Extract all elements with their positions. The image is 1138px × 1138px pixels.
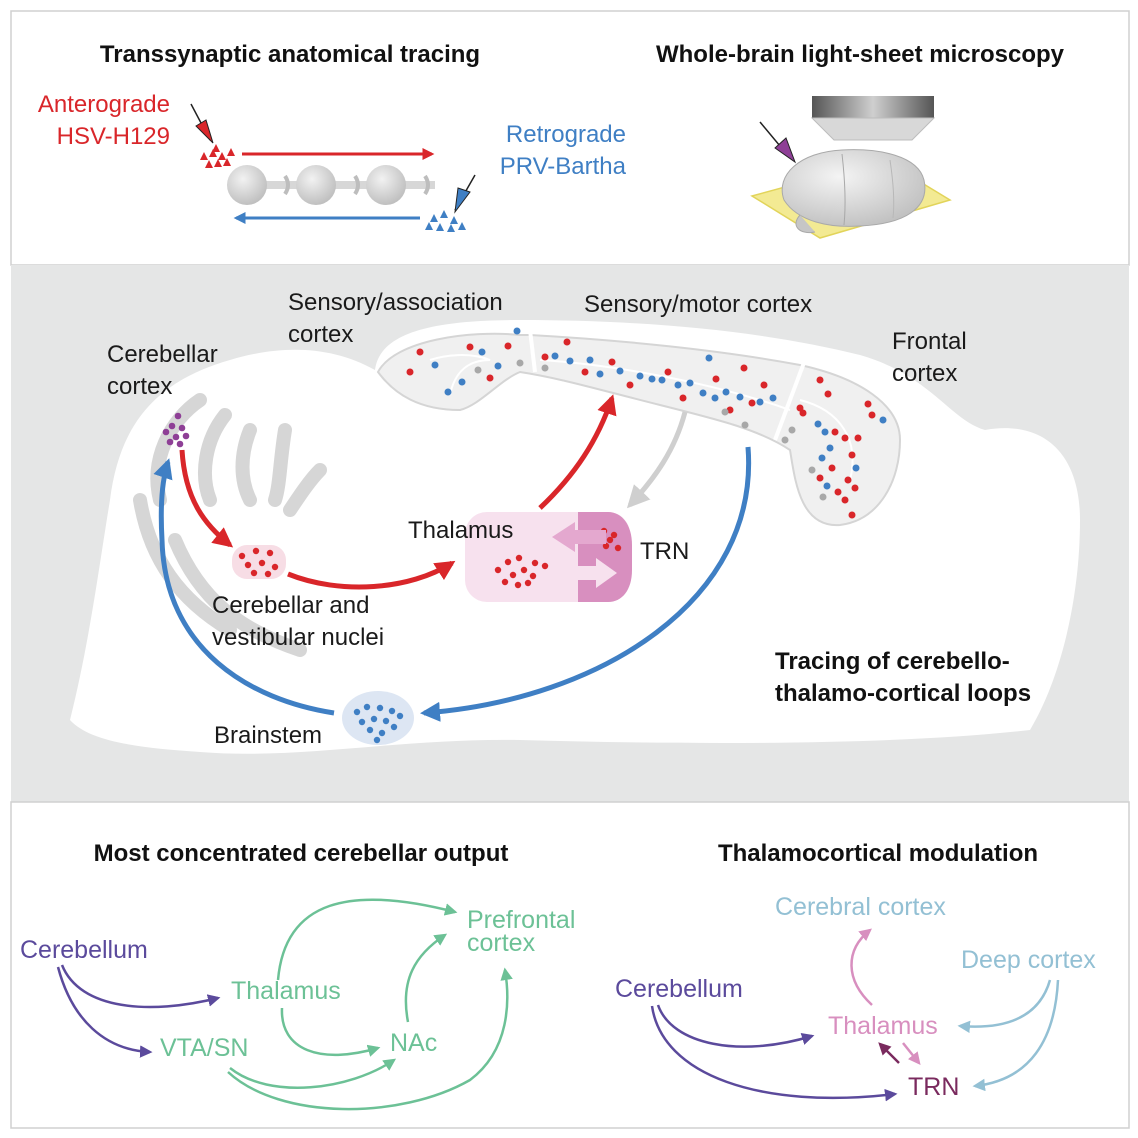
- label-sensory-motor: Sensory/motor cortex: [584, 291, 812, 318]
- label-thalamus: Thalamus: [408, 517, 513, 544]
- edge-nac-prefrontal: [404, 933, 448, 1023]
- node-trn-right: TRN: [908, 1073, 959, 1101]
- anterograde-neurons-icon: [200, 144, 235, 168]
- node-thalamus-right: Thalamus: [828, 1012, 938, 1040]
- node-thalamus-left: Thalamus: [231, 977, 341, 1005]
- label-cerebellar: Cerebellar: [107, 341, 218, 368]
- needle-retrograde-icon: [454, 174, 476, 214]
- title-loops-line2: thalamo-cortical loops: [775, 680, 1031, 707]
- brainstem-region: [342, 691, 414, 745]
- node-cerebellum-left: Cerebellum: [20, 936, 148, 964]
- cerebellar-cortex-dots: [162, 412, 190, 448]
- mouse-brain-icon: [781, 149, 926, 234]
- title-light-sheet: Whole-brain light-sheet microscopy: [656, 41, 1065, 68]
- retrograde-neurons-icon: [425, 210, 466, 232]
- edge-deep-cortex-thalamus: [957, 979, 1052, 1034]
- cortex-dots-grey: [474, 359, 827, 501]
- arrow-trn-to-thalamus: [552, 522, 606, 552]
- edge-thalamus-cerebral-cortex: [850, 928, 873, 1006]
- panel-frame-top: [10, 10, 1130, 266]
- edge-vta-nac: [229, 1058, 397, 1089]
- node-nac: NAc: [390, 1029, 437, 1057]
- arrow-cerebellar-cortex-to-nuclei: [179, 449, 234, 548]
- neuron-chain-icon: [227, 165, 435, 205]
- arrow-thalamus-to-trn: [560, 558, 617, 588]
- label-frontal: Frontal: [892, 328, 967, 355]
- node-vta-sn: VTA/SN: [160, 1034, 248, 1062]
- cortex-dots-blue: [431, 327, 887, 490]
- panel-tracing-methods: Transsynaptic anatomical tracing Whole-b…: [10, 10, 1130, 266]
- label-anterograde: Anterograde: [38, 91, 170, 118]
- panel-outputs: Most concentrated cerebellar output Cere…: [10, 801, 1130, 1129]
- edge-cerebellum-vta: [56, 966, 153, 1058]
- microscope-objective-icon: [810, 96, 936, 141]
- label-vestibular-nuclei: vestibular nuclei: [212, 624, 384, 651]
- label-hsv-h129: HSV-H129: [57, 123, 170, 150]
- arrow-nuclei-to-thalamus: [287, 560, 456, 590]
- label-cerebellar-and: Cerebellar and: [212, 592, 369, 619]
- arrow-brainstem-to-cerebellar-cortex: [153, 458, 335, 716]
- title-cerebellar-output: Most concentrated cerebellar output: [94, 840, 509, 867]
- edge-thalamus-nac: [280, 1007, 381, 1057]
- title-thalamocortical: Thalamocortical modulation: [718, 840, 1038, 867]
- cerebellum-folia: [133, 393, 327, 657]
- label-prv-bartha: PRV-Bartha: [500, 153, 627, 180]
- arrow-cortex-to-trn: [626, 411, 688, 509]
- node-prefrontal-cortex: cortex: [467, 929, 536, 957]
- title-transsynaptic-tracing: Transsynaptic anatomical tracing: [100, 41, 480, 68]
- edge-trn-thalamus: [878, 1042, 900, 1064]
- arrow-cortex-to-brainstem: [420, 446, 752, 722]
- title-loops-line1: Tracing of cerebello-: [775, 648, 1010, 675]
- node-prefrontal: Prefrontal: [467, 906, 575, 934]
- label-retrograde: Retrograde: [506, 121, 626, 148]
- label-frontal-cortex: cortex: [892, 360, 957, 387]
- edge-thalamus-trn: [902, 1042, 921, 1065]
- node-deep-cortex: Deep cortex: [961, 946, 1096, 974]
- edge-cerebellum-trn-right: [650, 1005, 898, 1102]
- cortex-dots-red: [406, 338, 876, 519]
- node-cerebellum-right: Cerebellum: [615, 975, 743, 1003]
- cerebellar-nuclei-region: [232, 545, 286, 579]
- edge-vta-prefrontal: [227, 967, 513, 1111]
- needle-anterograde-icon: [190, 103, 214, 144]
- node-cerebral-cortex: Cerebral cortex: [775, 893, 946, 921]
- edge-deep-cortex-trn: [972, 979, 1060, 1092]
- needle-microscopy-icon: [759, 121, 797, 164]
- thalamus-region: [465, 512, 632, 602]
- edge-cerebellum-thalamus-right: [656, 1004, 815, 1048]
- edge-cerebellum-thalamus: [60, 964, 221, 1009]
- arrow-thalamus-to-cortex: [538, 394, 617, 510]
- label-sensory-association: Sensory/association: [288, 289, 503, 316]
- label-sensory-association-cortex: cortex: [288, 321, 353, 348]
- label-brainstem: Brainstem: [214, 722, 322, 749]
- panel-loops: Sensory/association cortex Sensory/motor…: [11, 265, 1129, 802]
- panel-frame-bottom: [10, 801, 1130, 1129]
- label-trn: TRN: [640, 538, 689, 565]
- label-cerebellar-cortex: cortex: [107, 373, 172, 400]
- edge-thalamus-prefrontal: [276, 898, 458, 981]
